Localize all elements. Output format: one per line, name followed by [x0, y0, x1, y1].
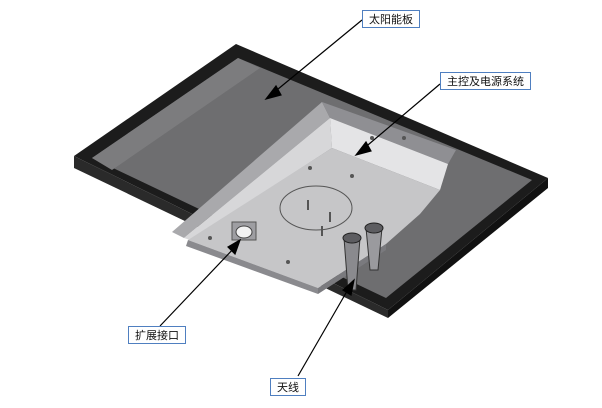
- arrow-solar-panel: [264, 84, 282, 101]
- antenna-tip: [364, 222, 384, 234]
- antenna-tip: [342, 232, 362, 244]
- screw-hole: [208, 236, 212, 240]
- leader-antenna: [297, 285, 351, 377]
- housing-left-wall: [172, 102, 330, 238]
- controller-housing: [172, 102, 456, 294]
- antennas: [342, 222, 384, 291]
- panel-frame-side-edge: [388, 178, 548, 318]
- housing-back-wall-face: [330, 118, 448, 190]
- leader-expansion-port: [159, 245, 237, 327]
- mount-ring: [279, 185, 353, 231]
- screw-hole: [286, 260, 290, 264]
- label-solar-panel: 太阳能板: [362, 10, 420, 28]
- leader-solar-panel: [271, 19, 363, 95]
- housing-base-front-edge: [186, 240, 318, 294]
- housing-back-wall: [322, 102, 456, 164]
- panel-surface-highlight: [92, 58, 260, 170]
- leader-main-control: [361, 83, 441, 151]
- leader-lines: [159, 19, 441, 377]
- label-antenna: 天线: [270, 378, 306, 396]
- housing-left-wall-face: [184, 118, 332, 240]
- screw-hole: [350, 174, 354, 178]
- arrow-main-control: [354, 140, 372, 157]
- label-main-control: 主控及电源系统: [440, 72, 531, 90]
- screw-hole: [308, 166, 312, 170]
- screw-hole: [402, 136, 406, 140]
- arrow-expansion-port: [227, 238, 242, 256]
- arrow-antenna: [342, 278, 355, 296]
- screw-hole: [370, 136, 374, 140]
- housing-base-plate: [188, 148, 440, 288]
- expansion-port-socket: [235, 225, 253, 239]
- label-expansion-port: 扩展接口: [128, 326, 186, 344]
